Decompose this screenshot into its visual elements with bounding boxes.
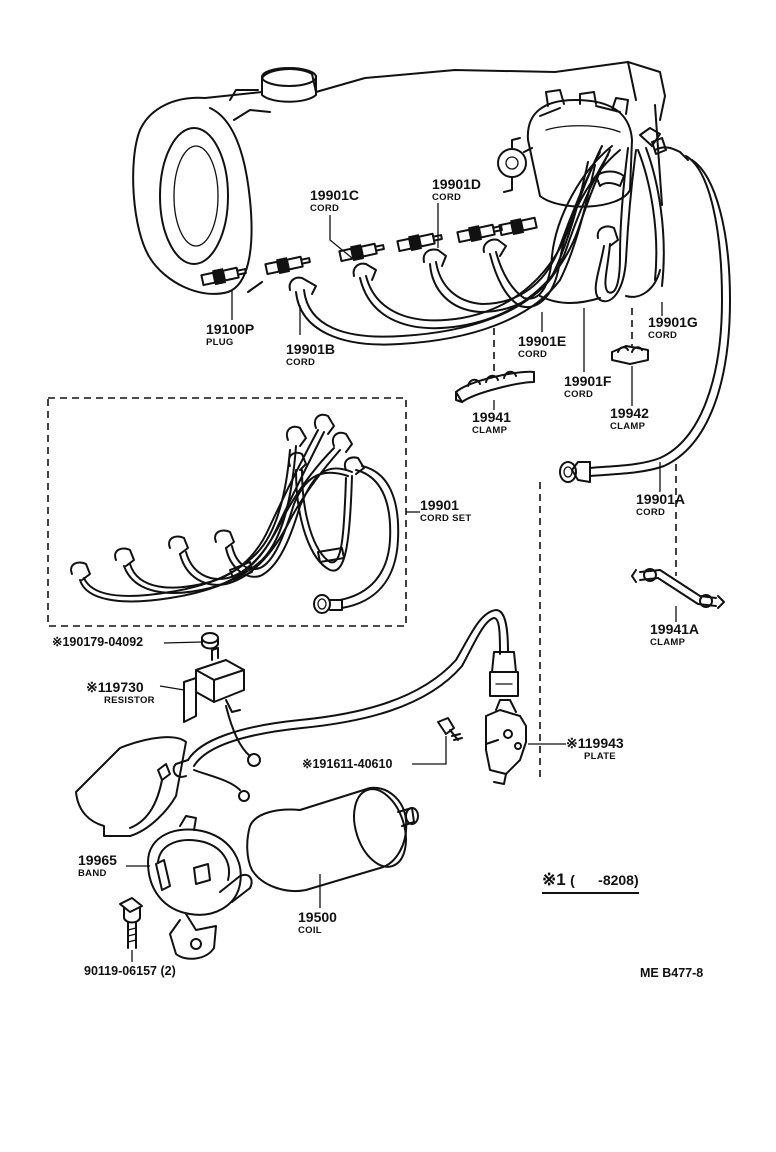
distributor	[497, 89, 661, 208]
part-name: CLAMP	[472, 425, 508, 436]
spark-plug	[264, 255, 311, 276]
part-name: CORD	[310, 203, 340, 214]
part-number: 19965	[78, 852, 117, 868]
part-label-19901: 19901 CORD SET	[420, 498, 472, 524]
part-name: CORD	[432, 192, 462, 203]
part-number: 19901D	[432, 176, 482, 192]
ref-label-190179: ※190179-04092	[52, 635, 144, 649]
clamp-19942	[611, 345, 649, 365]
part-label-119943: ※119943 PLATE	[566, 736, 624, 762]
cord-set-box	[47, 397, 407, 627]
part-name: CORD	[648, 330, 678, 341]
part-label-19965: 19965 BAND	[78, 853, 117, 879]
part-number: 19941	[472, 409, 511, 425]
part-number: 19901C	[310, 187, 360, 203]
part-label-19901c: 19901C CORD	[310, 188, 359, 214]
plate-119943	[485, 699, 527, 785]
part-name: CORD	[564, 389, 594, 400]
part-label-19901d: 19901D CORD	[432, 177, 481, 203]
spark-plug	[498, 216, 538, 237]
part-label-19901b: 19901B CORD	[286, 342, 335, 368]
part-number: 19901E	[518, 333, 567, 349]
part-number: 19941A	[650, 621, 700, 637]
part-name: PLATE	[584, 751, 616, 762]
spark-plug	[456, 223, 503, 244]
part-label-19901e: 19901E CORD	[518, 334, 566, 360]
part-label-19901f: 19901F CORD	[564, 374, 611, 400]
coil-cord-installed	[559, 137, 731, 483]
footnote-mark: ※1	[542, 870, 566, 889]
plug-cords	[288, 145, 665, 346]
part-name: BAND	[78, 868, 107, 879]
spark-plug	[338, 242, 385, 263]
part-number: 19901	[420, 497, 459, 513]
clamp-19941a	[631, 568, 725, 609]
coil-band	[147, 815, 253, 960]
part-number: 19901B	[286, 341, 336, 357]
spark-plug	[200, 266, 247, 287]
part-number: 19901G	[648, 314, 698, 330]
part-name: CORD SET	[420, 513, 472, 524]
wire-harness	[75, 609, 519, 837]
part-label-19941a: 19941A CLAMP	[650, 622, 699, 648]
part-name: CLAMP	[650, 637, 686, 648]
part-name: CORD	[286, 357, 316, 368]
ref-label-90119: 90119-06157 (2)	[84, 964, 176, 978]
nut-190179	[201, 632, 219, 650]
part-label-19941: 19941 CLAMP	[472, 410, 511, 436]
leader-lines	[126, 203, 677, 962]
part-number: 19100P	[206, 321, 255, 337]
part-label-19901g: 19901G CORD	[648, 315, 698, 341]
part-label-19100p: 19100P PLUG	[206, 322, 254, 348]
resistor-119730	[183, 647, 261, 767]
part-label-119730: ※119730 RESISTOR	[86, 680, 155, 706]
clamp-19941	[455, 370, 535, 403]
part-number: ※119943	[566, 735, 624, 751]
footnote: ※1 ( -8208)	[542, 870, 639, 894]
part-name: COIL	[298, 925, 322, 936]
footnote-text: ( -8208)	[570, 872, 639, 888]
spark-plugs	[200, 216, 538, 287]
part-number: 19942	[610, 405, 649, 421]
part-name: CORD	[518, 349, 548, 360]
part-number: ※119730	[86, 679, 144, 695]
part-label-19500: 19500 COIL	[298, 910, 337, 936]
part-name: PLUG	[206, 337, 234, 348]
part-name: CORD	[636, 507, 666, 518]
part-number: 19500	[298, 909, 337, 925]
screw-191611	[437, 717, 463, 741]
bolt-90119	[119, 897, 143, 949]
part-name: RESISTOR	[104, 695, 155, 706]
part-label-19901a: 19901A CORD	[636, 492, 685, 518]
part-label-19942: 19942 CLAMP	[610, 406, 649, 432]
engine-block	[132, 61, 666, 295]
diagram-code: ME B477-8	[640, 966, 704, 980]
part-name: CLAMP	[610, 421, 646, 432]
ref-label-191611: ※191611-40610	[302, 757, 393, 771]
part-number: 19901A	[636, 491, 686, 507]
part-number: 19901F	[564, 373, 612, 389]
ignition-coil	[246, 786, 419, 892]
